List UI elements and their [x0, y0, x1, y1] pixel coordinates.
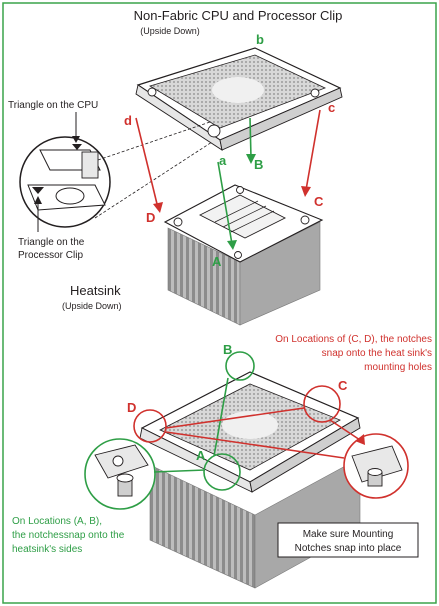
green-link-A-B	[213, 377, 229, 457]
clip-corner-hole	[310, 88, 320, 98]
green-note-line-1: On Locations (A, B),	[12, 516, 102, 527]
red-note-line-1: On Locations of (C, D), the notches	[275, 334, 432, 345]
heatsink-screw	[234, 251, 242, 259]
red-link-D-zoom	[165, 431, 345, 459]
diagram-subtitle: (Upside Down)	[140, 26, 200, 36]
red-zoom-callout	[343, 433, 409, 499]
heatsink-screw	[300, 215, 310, 225]
clip-corner-hole	[207, 124, 221, 138]
zoom-cpu-post	[81, 151, 99, 179]
letter-B-top: B	[254, 157, 263, 172]
arrow-c-to-C-head	[301, 186, 311, 197]
triangle-clip-pointer-head	[34, 196, 42, 204]
arrow-b-to-B-head	[246, 154, 256, 164]
green-zoom-callout	[84, 438, 156, 510]
red-zoom-part	[351, 445, 403, 483]
heatsink-pipe	[222, 205, 267, 228]
callout-circle-B	[225, 351, 255, 381]
letter-C-bottom: C	[338, 378, 348, 393]
mounting-note-line-2: Notches snap into place	[295, 543, 402, 554]
triangle-zoom-callout	[19, 121, 213, 228]
arrow-c-to-C	[305, 109, 321, 191]
letter-B-bottom: B	[223, 342, 232, 357]
bottom-clip-rail-side	[249, 417, 361, 493]
letter-c-top: c	[328, 100, 335, 115]
red-note-line-2: snap onto the heat sink's	[322, 348, 432, 359]
letter-A-bottom: A	[196, 448, 206, 463]
red-note-line-3: mounting holes	[364, 362, 432, 373]
arrow-d-to-D	[135, 117, 159, 209]
arrow-b-to-B	[249, 117, 252, 159]
green-note-line-2: the notchessnap onto the	[12, 530, 125, 541]
letter-a-top: a	[219, 153, 227, 168]
cpu-clip-assembly	[135, 47, 343, 151]
triangle-clip-label: Processor Clip	[18, 250, 83, 261]
letter-A-top: A	[212, 254, 222, 269]
green-zoom-screw	[116, 473, 134, 483]
callout-circle-C	[303, 385, 341, 423]
green-link-to-zoom	[153, 469, 206, 473]
green-zoom-hole	[112, 455, 124, 467]
arrow-a-to-A	[217, 161, 233, 245]
green-note-line-3: heatsink's sides	[12, 544, 82, 555]
mounting-note-line-1: Make sure Mounting	[303, 529, 394, 540]
red-link-C-zoom	[329, 419, 361, 441]
diagram-title: Non-Fabric CPU and Processor Clip	[134, 8, 343, 23]
letter-D-top: D	[146, 210, 155, 225]
heatsink-top	[163, 184, 324, 326]
clip-corner-hole	[147, 87, 157, 97]
heatsink-screw	[236, 186, 244, 194]
heatsink-sublabel: (Upside Down)	[62, 301, 122, 311]
arrow-a-to-A-head	[227, 240, 237, 250]
triangle-clip-label: Triangle on the	[18, 237, 85, 248]
callout-circle-D	[133, 409, 167, 443]
triangle-clip-mark	[32, 187, 44, 194]
heatsink-label: Heatsink	[70, 283, 121, 298]
heatsink-fins-side	[239, 221, 321, 326]
letter-d-top: d	[124, 113, 132, 128]
triangle-cpu-label: Triangle on the CPU	[8, 100, 98, 111]
triangle-cpu-pointer-head	[72, 136, 80, 143]
red-zoom-screw	[367, 468, 383, 476]
arrow-d-to-D-head	[153, 202, 163, 213]
heatsink-screw	[173, 217, 183, 227]
heatsink-pipe	[214, 200, 259, 223]
cpu-center-spot	[212, 77, 264, 103]
callout-circle-A	[203, 453, 241, 491]
letter-C-top: C	[314, 194, 324, 209]
red-link-D-C	[165, 407, 305, 429]
zoom-clip-hole	[55, 187, 85, 205]
mounting-note-box	[277, 522, 419, 558]
zoom-link-line	[94, 141, 213, 219]
triangle-cpu-mark	[72, 144, 82, 150]
heatsink-pipe	[230, 210, 275, 233]
red-link-C-zoom-head	[355, 434, 365, 445]
letter-D-bottom: D	[127, 400, 136, 415]
letter-b-top: b	[256, 32, 264, 47]
